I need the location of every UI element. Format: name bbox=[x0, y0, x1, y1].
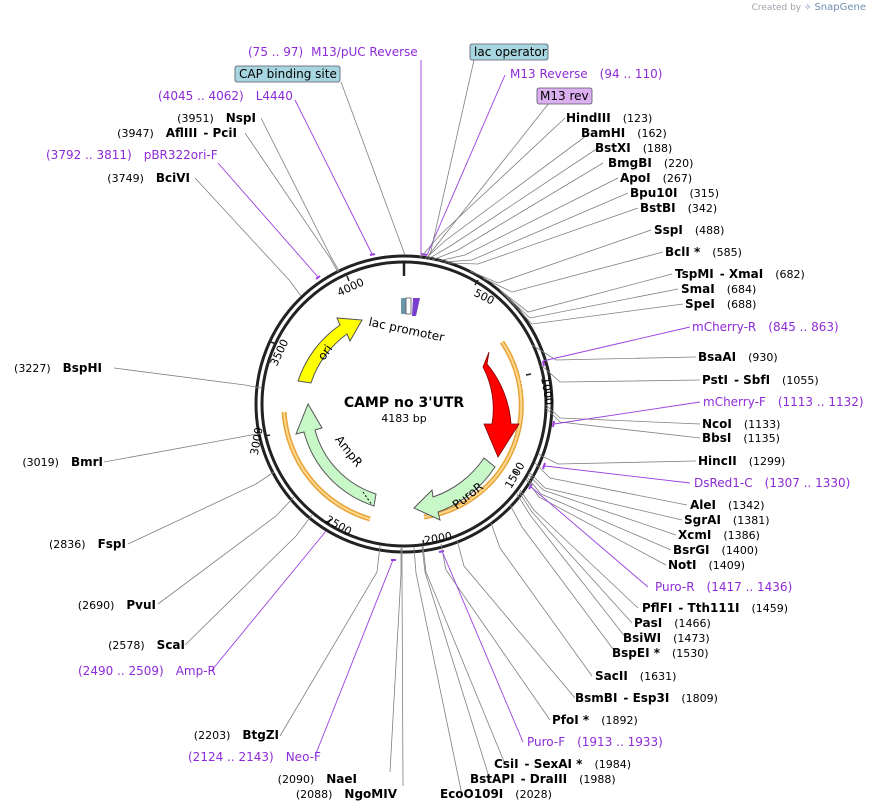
tick-2500: 2500 bbox=[323, 513, 354, 538]
enzyme-xcmi: XcmI(1386) bbox=[678, 528, 760, 542]
feature-lac-promoter-label: lac promoter bbox=[367, 315, 445, 345]
snapgene-credit: Created by ✧ SnapGene bbox=[752, 2, 866, 13]
enzyme-nspi: (3951)NspI bbox=[177, 111, 256, 125]
enzyme-leaders-left bbox=[103, 117, 404, 787]
svg-text:lac operator: lac operator bbox=[474, 45, 547, 59]
snapgene-logo-icon: ✧ bbox=[804, 3, 812, 13]
enzyme-pvui: (2690)PvuI bbox=[78, 598, 156, 612]
enzyme-bsiwi: BsiWI(1473) bbox=[623, 631, 710, 645]
tick-3000: 3000 bbox=[248, 426, 266, 456]
enzyme-sgrai: SgrAI(1381) bbox=[684, 513, 769, 527]
feature-ori: ori bbox=[297, 317, 363, 384]
enzyme-bpu10i: Bpu10I(315) bbox=[630, 186, 719, 200]
primer-m13-reverse: M13 Reverse(94 .. 110) bbox=[510, 67, 662, 81]
primer-marks bbox=[315, 253, 555, 561]
svg-text:M13 rev: M13 rev bbox=[540, 89, 589, 103]
primer-puro-f: Puro-F(1913 .. 1933) bbox=[527, 735, 663, 749]
plasmid-name: CAMP no 3'UTR bbox=[344, 395, 465, 411]
label-lac-operator: lac operator bbox=[469, 43, 549, 61]
enzyme-smai: SmaI(684) bbox=[681, 282, 756, 296]
enzyme-bamhi: BamHI(162) bbox=[581, 126, 667, 140]
enzyme-spei: SpeI(688) bbox=[685, 297, 756, 311]
primer-amp-r: (2490 .. 2509)Amp-R bbox=[78, 664, 216, 678]
feature-lac-promoter: lac promoter bbox=[367, 297, 445, 345]
enzyme-csii-sexai: CsiI- SexAI *(1984) bbox=[494, 757, 631, 771]
primer-pbr322ori-f: (3792 .. 3811)pBR322ori-F bbox=[46, 148, 218, 162]
credit-text: Created by bbox=[751, 3, 802, 13]
plasmid-length: 4183 bp bbox=[381, 412, 426, 425]
enzyme-noti: NotI(1409) bbox=[668, 558, 745, 572]
enzyme-hincii: HincII(1299) bbox=[698, 454, 785, 468]
feature-mcherry: mCherry bbox=[482, 351, 541, 458]
enzyme-bstbi: BstBI(342) bbox=[640, 201, 717, 215]
enzyme-bsmbi-esp3i: BsmBI- Esp3I(1809) bbox=[575, 691, 718, 705]
enzyme-afliii-pcii: (3947)AflIII- PciI bbox=[117, 126, 237, 140]
enzyme-fspi: (2836)FspI bbox=[49, 537, 126, 551]
enzyme-btgzi: (2203)BtgZI bbox=[194, 728, 279, 742]
feature-ampr: AmpR bbox=[295, 402, 377, 507]
enzyme-labels-right: HindIII(123) BamHI(162) BstXI(188) BmgBI… bbox=[440, 111, 819, 801]
enzyme-scai: (2578)ScaI bbox=[108, 638, 185, 652]
primer-puro-r: Puro-R(1417 .. 1436) bbox=[655, 580, 792, 594]
enzyme-alei: AleI(1342) bbox=[690, 498, 765, 512]
enzyme-hindiii: HindIII(123) bbox=[566, 111, 652, 125]
tick-2000: 2000 bbox=[423, 530, 453, 548]
enzyme-apoi: ApoI(267) bbox=[620, 171, 692, 185]
tick-4000: 4000 bbox=[335, 276, 366, 300]
label-m13-rev: M13 rev bbox=[536, 87, 593, 105]
enzyme-tspmi-xmai: TspMI- XmaI(682) bbox=[675, 267, 805, 281]
enzyme-bcli: BclI *(585) bbox=[665, 245, 742, 259]
enzyme-bmgbi: BmgBI(220) bbox=[608, 156, 693, 170]
enzyme-ncoi: NcoI(1133) bbox=[702, 417, 780, 431]
enzyme-pasi: PasI(1466) bbox=[634, 616, 711, 630]
svg-text:CAP binding site: CAP binding site bbox=[239, 67, 337, 81]
primer-m13-puc-reverse: (75 .. 97)M13/pUC Reverse bbox=[248, 45, 418, 59]
enzyme-ngomiv: (2088)NgoMIV bbox=[296, 787, 398, 801]
enzyme-bsphi: (3227)BspHI bbox=[14, 361, 102, 375]
primer-mcherry-r: mCherry-R(845 .. 863) bbox=[692, 320, 839, 334]
feature-ampr-band bbox=[281, 411, 371, 522]
primer-mcherry-f: mCherry-F(1113 .. 1132) bbox=[703, 395, 864, 409]
enzyme-ecoo109i: EcoO109I(2028) bbox=[440, 787, 552, 801]
primer-leaders bbox=[211, 59, 701, 757]
enzyme-leaders bbox=[413, 117, 701, 796]
plasmid-backbone bbox=[254, 254, 554, 554]
enzyme-labels-left: (2088)NgoMIV (2090)NaeI (2203)BtgZI (257… bbox=[14, 111, 398, 801]
enzyme-bsrgi: BsrGI(1400) bbox=[673, 543, 758, 557]
enzyme-sspi: SspI(488) bbox=[654, 223, 724, 237]
primer-labels: (75 .. 97)M13/pUC Reverse M13 Reverse(94… bbox=[46, 45, 864, 764]
tick-500: 500 bbox=[472, 286, 497, 307]
credit-brand: SnapGene bbox=[814, 2, 866, 13]
enzyme-psti-sbfi: PstI- SbfI(1055) bbox=[702, 373, 819, 387]
primer-neo-f: (2124 .. 2143)Neo-F bbox=[188, 750, 321, 764]
enzyme-bcivi: (3749)BciVI bbox=[107, 171, 190, 185]
enzyme-bmri: (3019)BmrI bbox=[22, 455, 103, 469]
enzyme-pfoi: PfoI *(1892) bbox=[552, 713, 638, 727]
primer-l4440: (4045 .. 4062)L4440 bbox=[158, 89, 293, 103]
enzyme-bbsi: BbsI(1135) bbox=[702, 431, 780, 445]
feature-ampr-label: AmpR bbox=[332, 433, 365, 470]
enzyme-bspei: BspEI *(1530) bbox=[612, 646, 709, 660]
enzyme-bstxi: BstXI(188) bbox=[595, 141, 672, 155]
tick-1000: 1000 bbox=[538, 376, 556, 406]
enzyme-pflfi-tth111i: PflFI- Tth111I(1459) bbox=[642, 601, 788, 615]
feature-mcherry-band bbox=[423, 340, 524, 520]
enzyme-naei: (2090)NaeI bbox=[278, 772, 357, 786]
enzyme-bstapi-draiii: BstAPI- DraIII(1988) bbox=[470, 772, 616, 786]
primer-dsred1-c: DsRed1-C(1307 .. 1330) bbox=[694, 476, 850, 490]
enzyme-sacii: SacII(1631) bbox=[595, 669, 676, 683]
label-cap-binding-site: CAP binding site bbox=[234, 65, 341, 83]
enzyme-bsaai: BsaAI(930) bbox=[698, 350, 778, 364]
